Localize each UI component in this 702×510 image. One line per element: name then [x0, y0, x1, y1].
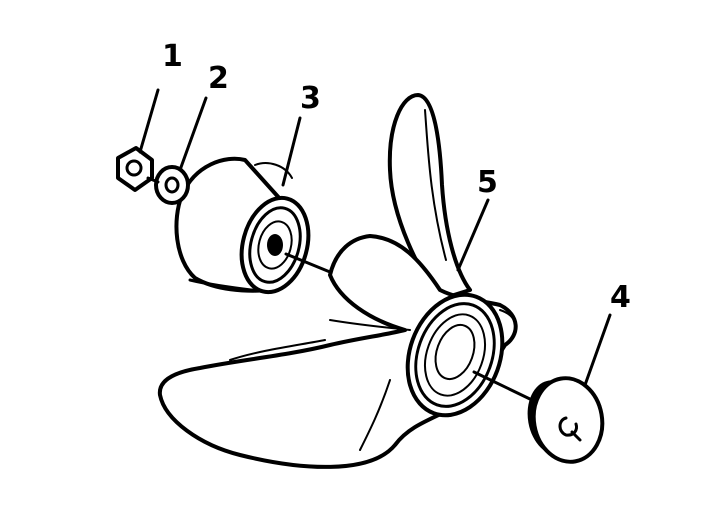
- spacer-icon: [527, 376, 605, 464]
- leader-line-3: [281, 116, 302, 187]
- leader-line-5: [456, 198, 490, 272]
- thrust-hub-icon: [174, 156, 311, 295]
- callout-3: 3: [300, 81, 321, 116]
- shaft-axis-lines: [146, 176, 534, 402]
- washer-icon: [154, 165, 190, 205]
- callout-1: 1: [162, 39, 183, 74]
- leader-line-4: [583, 313, 612, 387]
- propeller-icon: [157, 93, 518, 469]
- leader-line-1: [138, 88, 160, 154]
- nut-icon: [116, 146, 154, 192]
- callout-2: 2: [208, 61, 229, 96]
- leader-lines: [138, 88, 612, 387]
- callout-4: 4: [610, 280, 631, 315]
- leader-line-2: [178, 96, 208, 172]
- callout-5: 5: [477, 165, 498, 200]
